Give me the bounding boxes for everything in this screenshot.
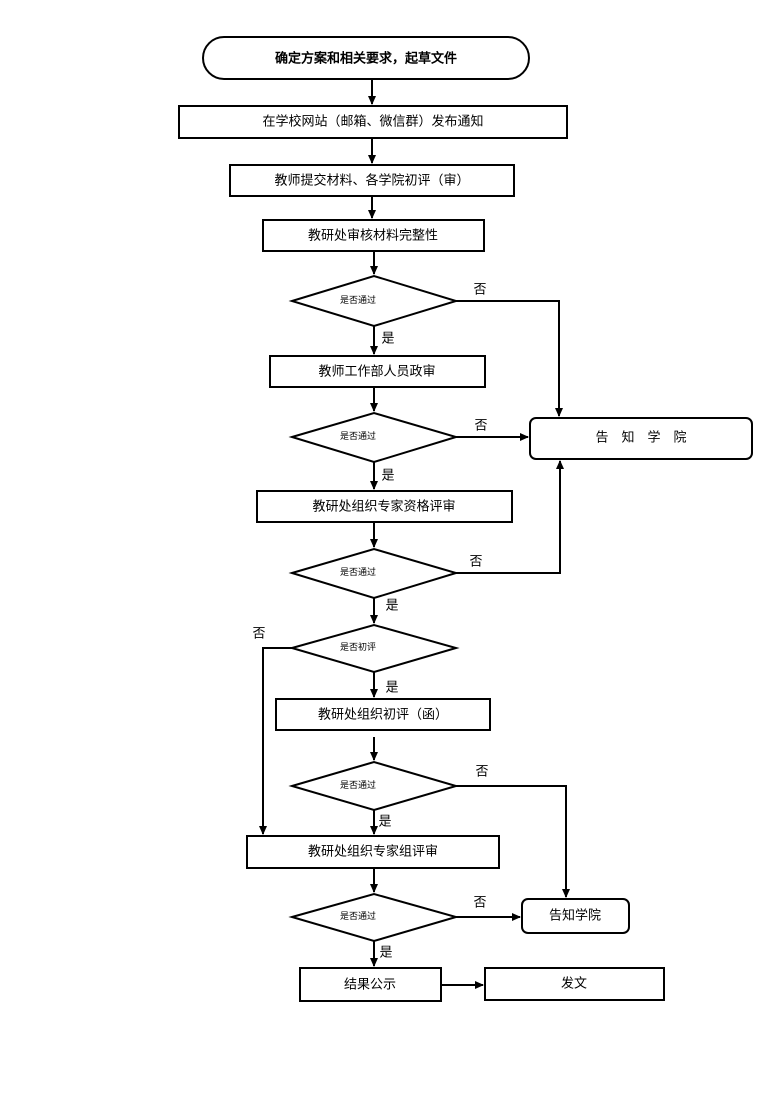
inform-bottom-text: 告知学院	[549, 908, 601, 924]
inform-top-box	[529, 417, 753, 460]
yes-label-d1: 是	[381, 332, 394, 347]
arrow-d3-no	[456, 460, 564, 574]
yes-label-d6: 是	[379, 946, 392, 961]
issue-box	[484, 967, 665, 1001]
no-label-d1: 否	[473, 283, 486, 298]
panel-text: 教研处组织专家组评审	[308, 844, 438, 860]
check-complete-text: 教研处审核材料完整性	[308, 228, 438, 244]
issue-text: 发文	[561, 976, 587, 992]
no-label-d2: 否	[474, 419, 487, 434]
prelim-text: 教研处组织初评（函）	[318, 707, 448, 723]
decision-6-text: 是否通过	[340, 910, 376, 922]
arrow-d1-no	[456, 300, 563, 417]
decision-3-text: 是否通过	[340, 566, 376, 578]
inform-top-text: 告 知 学 院	[595, 430, 686, 446]
prelim-box	[275, 698, 491, 731]
qualify-box	[256, 490, 513, 523]
notify-box	[178, 105, 568, 139]
start-terminal	[202, 36, 530, 80]
submit-text: 教师提交材料、各学院初评（审）	[274, 173, 469, 189]
yes-label-d4: 是	[385, 681, 398, 696]
submit-box	[229, 164, 515, 197]
check-complete-box	[262, 219, 485, 252]
decision-2-text: 是否通过	[340, 430, 376, 442]
publicity-text: 结果公示	[344, 978, 396, 993]
notify-text: 在学校网站（邮箱、微信群）发布通知	[262, 114, 483, 130]
arrow-d4-no	[259, 647, 292, 835]
yes-label-d5: 是	[378, 815, 391, 830]
decision-4-text: 是否初评	[340, 641, 376, 653]
decision-4	[288, 623, 460, 674]
no-label-d6: 否	[473, 896, 486, 911]
decision-5-text: 是否通过	[340, 779, 376, 791]
yes-label-d2: 是	[381, 469, 394, 484]
panel-box	[246, 835, 500, 869]
political-box	[269, 355, 486, 388]
arrow-d5-no	[456, 785, 570, 898]
start-text: 确定方案和相关要求，起草文件	[275, 51, 457, 67]
no-label-d3: 否	[469, 555, 482, 570]
no-label-d4: 否	[252, 627, 265, 642]
no-label-d5: 否	[475, 765, 488, 780]
yes-label-d3: 是	[385, 599, 398, 614]
inform-bottom-box	[521, 898, 630, 934]
political-text: 教师工作部人员政审	[318, 364, 435, 380]
decision-1-text: 是否通过	[340, 294, 376, 306]
qualify-text: 教研处组织专家资格评审	[312, 499, 455, 515]
